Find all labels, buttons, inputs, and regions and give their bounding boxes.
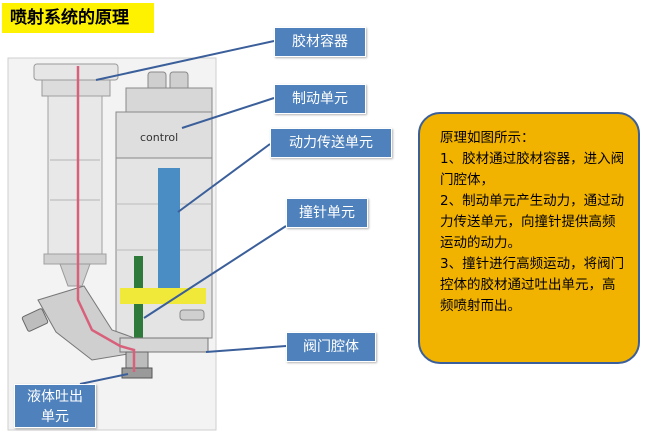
yellow-band	[120, 288, 206, 304]
label-valve-chamber: 阀门腔体	[286, 332, 376, 362]
page-title: 喷射系统的原理	[2, 3, 154, 33]
info-step-1: 1、胶材通过胶材容器，进入阀门腔体，	[440, 151, 625, 188]
label-liquid-outlet-line1: 液体吐出	[27, 389, 83, 405]
info-heading: 原理如图所示：	[440, 130, 535, 146]
label-brake-unit: 制动单元	[274, 84, 366, 114]
power-transfer-bar	[158, 168, 180, 298]
label-glue-container: 胶材容器	[274, 27, 366, 57]
label-striker-pin-unit: 撞针单元	[286, 198, 368, 228]
info-step-3: 3、撞针进行高频运动，将阀门控体的胶材通过吐出单元，高频喷射而出。	[440, 256, 625, 314]
controller-body: control	[115, 71, 213, 344]
pointer-lines	[79, 40, 287, 385]
device-brand-text: control	[140, 131, 178, 144]
label-power-transfer-unit: 动力传送单元	[270, 128, 392, 158]
label-liquid-outlet-unit: 液体吐出 单元	[14, 384, 96, 428]
info-step-2: 2、制动单元产生动力，通过动力传送单元，向撞针提供高频运动的动力。	[440, 193, 625, 251]
label-liquid-outlet-line2: 单元	[41, 409, 69, 425]
principle-info-box: 原理如图所示： 1、胶材通过胶材容器，进入阀门腔体， 2、制动单元产生动力，通过…	[418, 112, 640, 364]
glue-flow-path	[76, 66, 136, 372]
syringe	[33, 63, 119, 287]
